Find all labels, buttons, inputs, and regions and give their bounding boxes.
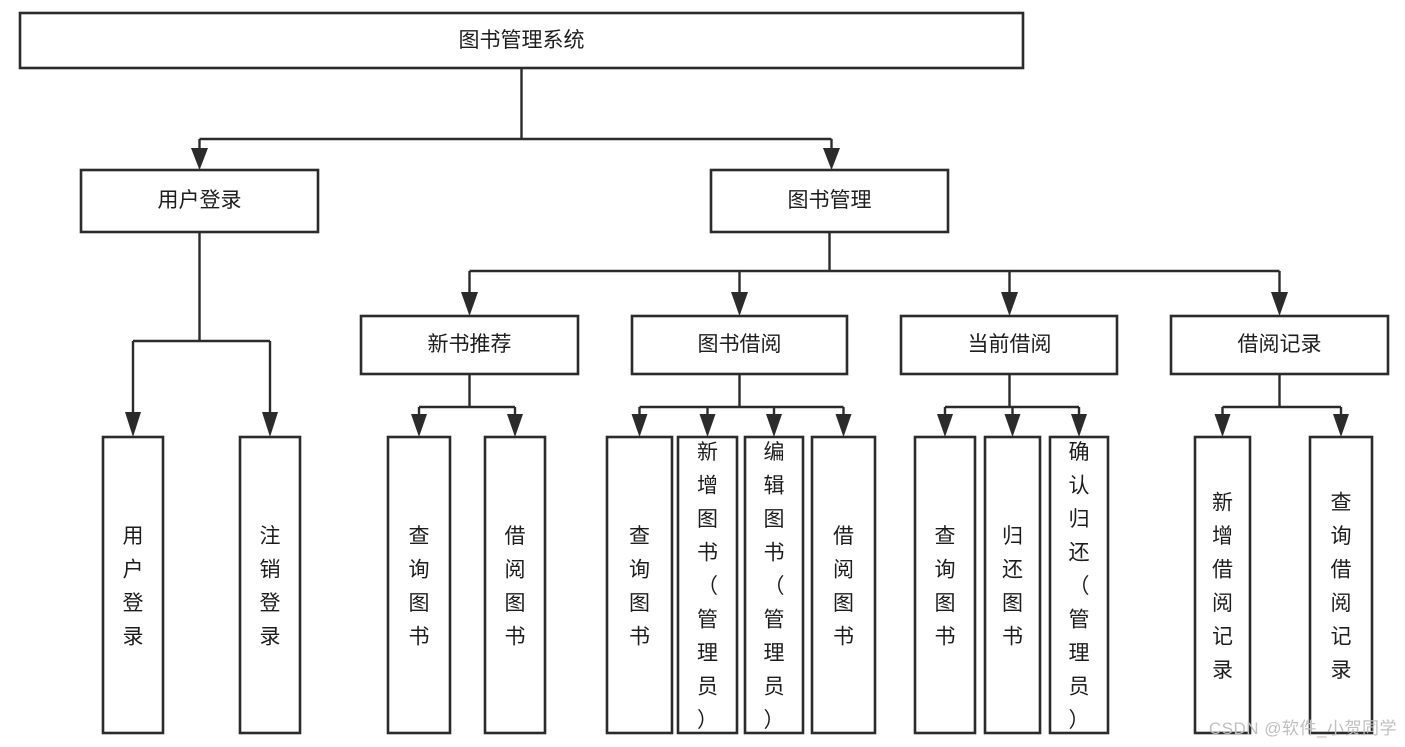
node-leaf-edit-book-admin[interactable]: 编辑图书（管理员） — [743, 435, 805, 735]
node-label-leaf-borrow-book-1: 借阅图书 — [505, 525, 526, 649]
arrow-head-new-book-rec — [461, 292, 478, 316]
node-label-book-management: 图书管理 — [788, 189, 872, 212]
node-leaf-add-borrow-record[interactable]: 新增借阅记录 — [1193, 435, 1252, 735]
node-leaf-add-book-admin[interactable]: 新增图书（管理员） — [676, 435, 739, 735]
connector-group-user-login — [125, 232, 278, 437]
node-label-leaf-query-book-3: 查询图书 — [935, 525, 956, 649]
connector-group-book-borrow — [631, 374, 852, 437]
node-leaf-borrow-book-1[interactable]: 借阅图书 — [483, 435, 547, 735]
arrow-head-book-borrow — [731, 292, 748, 316]
node-label-leaf-query-book-2: 查询图书 — [629, 525, 650, 649]
arrow-head-leaf-query-book-2 — [631, 414, 648, 437]
node-box-leaf-confirm-return-admin[interactable] — [1048, 435, 1110, 735]
node-box-leaf-query-book-1[interactable] — [386, 435, 452, 735]
node-book-borrow[interactable]: 图书借阅 — [630, 314, 849, 376]
arrow-head-leaf-user-login — [125, 412, 141, 437]
node-leaf-user-login[interactable]: 用户登录 — [101, 435, 165, 735]
node-label-system-root: 图书管理系统 — [459, 29, 585, 52]
node-label-leaf-add-book-admin: 新增图书（管理员） — [697, 441, 718, 732]
node-leaf-query-book-1[interactable]: 查询图书 — [386, 435, 452, 735]
arrow-head-leaf-query-record — [1333, 414, 1349, 437]
node-label-borrow-record: 借阅记录 — [1238, 333, 1322, 356]
node-current-borrow[interactable]: 当前借阅 — [899, 314, 1119, 376]
node-book-management[interactable]: 图书管理 — [709, 168, 950, 234]
arrow-head-leaf-add-book — [699, 414, 716, 437]
csdn-watermark: CSDN @软件_小贺同学 — [1208, 719, 1397, 738]
node-label-leaf-edit-book-admin: 编辑图书（管理员） — [764, 441, 785, 732]
node-box-book-management[interactable] — [709, 168, 950, 234]
arrow-head-leaf-logout — [262, 412, 278, 437]
arrow-head-borrow-record — [1271, 292, 1288, 316]
node-label-leaf-user-login: 用户登录 — [123, 525, 144, 649]
node-box-leaf-logout[interactable] — [238, 435, 302, 735]
node-label-leaf-confirm-return-admin: 确认归还（管理员） — [1069, 441, 1090, 732]
arrow-head-leaf-add-record — [1214, 414, 1231, 437]
node-box-leaf-query-borrow-record[interactable] — [1308, 435, 1374, 735]
arrow-head-leaf-edit-book — [766, 414, 782, 437]
node-box-leaf-borrow-book-2[interactable] — [810, 435, 877, 735]
node-box-leaf-return-book[interactable] — [983, 435, 1042, 735]
node-label-leaf-query-borrow-record: 查询借阅记录 — [1331, 491, 1352, 681]
node-box-leaf-user-login[interactable] — [101, 435, 165, 735]
node-label-new-book-recommend: 新书推荐 — [428, 333, 512, 356]
node-label-current-borrow: 当前借阅 — [968, 333, 1052, 356]
node-leaf-query-book-3[interactable]: 查询图书 — [913, 435, 977, 735]
node-box-borrow-record[interactable] — [1169, 314, 1390, 376]
connector-group-new-book-rec — [411, 374, 523, 437]
arrow-head-leaf-query-book-1 — [411, 414, 427, 437]
node-box-user-login[interactable] — [79, 168, 320, 234]
connector-group-root — [191, 68, 840, 170]
node-leaf-borrow-book-2[interactable]: 借阅图书 — [810, 435, 877, 735]
node-label-leaf-query-book-1: 查询图书 — [409, 525, 430, 649]
node-box-leaf-add-book-admin[interactable] — [676, 435, 739, 735]
arrow-head-user-login — [191, 148, 208, 170]
connector-group-borrow-record — [1214, 374, 1349, 437]
arrow-head-leaf-confirm-return — [1071, 414, 1087, 437]
node-box-leaf-borrow-book-1[interactable] — [483, 435, 547, 735]
node-leaf-confirm-return-admin[interactable]: 确认归还（管理员） — [1048, 435, 1110, 735]
node-box-new-book-recommend[interactable] — [359, 314, 580, 376]
arrow-head-leaf-query-book-3 — [937, 414, 953, 437]
connector-group-book-mgmt — [461, 232, 1288, 316]
node-box-leaf-edit-book-admin[interactable] — [743, 435, 805, 735]
arrow-head-book-mgmt — [823, 148, 840, 170]
node-label-leaf-logout: 注销登录 — [260, 525, 281, 649]
node-label-leaf-borrow-book-2: 借阅图书 — [833, 525, 854, 649]
arrow-head-leaf-borrow-book-2 — [835, 414, 852, 437]
node-label-leaf-add-borrow-record: 新增借阅记录 — [1212, 491, 1233, 681]
arrow-head-leaf-borrow-book-1 — [507, 414, 523, 437]
node-box-leaf-query-book-2[interactable] — [605, 435, 674, 735]
node-leaf-query-book-2[interactable]: 查询图书 — [605, 435, 674, 735]
node-system-root[interactable]: 图书管理系统 — [18, 11, 1025, 70]
arrow-head-leaf-return-book — [1004, 414, 1021, 437]
node-label-book-borrow: 图书借阅 — [698, 333, 782, 356]
node-box-book-borrow[interactable] — [630, 314, 849, 376]
node-label-user-login: 用户登录 — [158, 189, 242, 212]
node-leaf-query-borrow-record[interactable]: 查询借阅记录 — [1308, 435, 1374, 735]
node-box-system-root[interactable] — [18, 11, 1025, 70]
node-borrow-record[interactable]: 借阅记录 — [1169, 314, 1390, 376]
node-new-book-recommend[interactable]: 新书推荐 — [359, 314, 580, 376]
connector-group-current-borrow — [937, 374, 1087, 437]
node-box-leaf-query-book-3[interactable] — [913, 435, 977, 735]
arrow-head-current-borrow — [1001, 292, 1018, 316]
node-leaf-logout[interactable]: 注销登录 — [238, 435, 302, 735]
node-box-current-borrow[interactable] — [899, 314, 1119, 376]
node-label-leaf-return-book: 归还图书 — [1002, 525, 1023, 649]
node-user-login[interactable]: 用户登录 — [79, 168, 320, 234]
node-box-leaf-add-borrow-record[interactable] — [1193, 435, 1252, 735]
node-leaf-return-book[interactable]: 归还图书 — [983, 435, 1042, 735]
